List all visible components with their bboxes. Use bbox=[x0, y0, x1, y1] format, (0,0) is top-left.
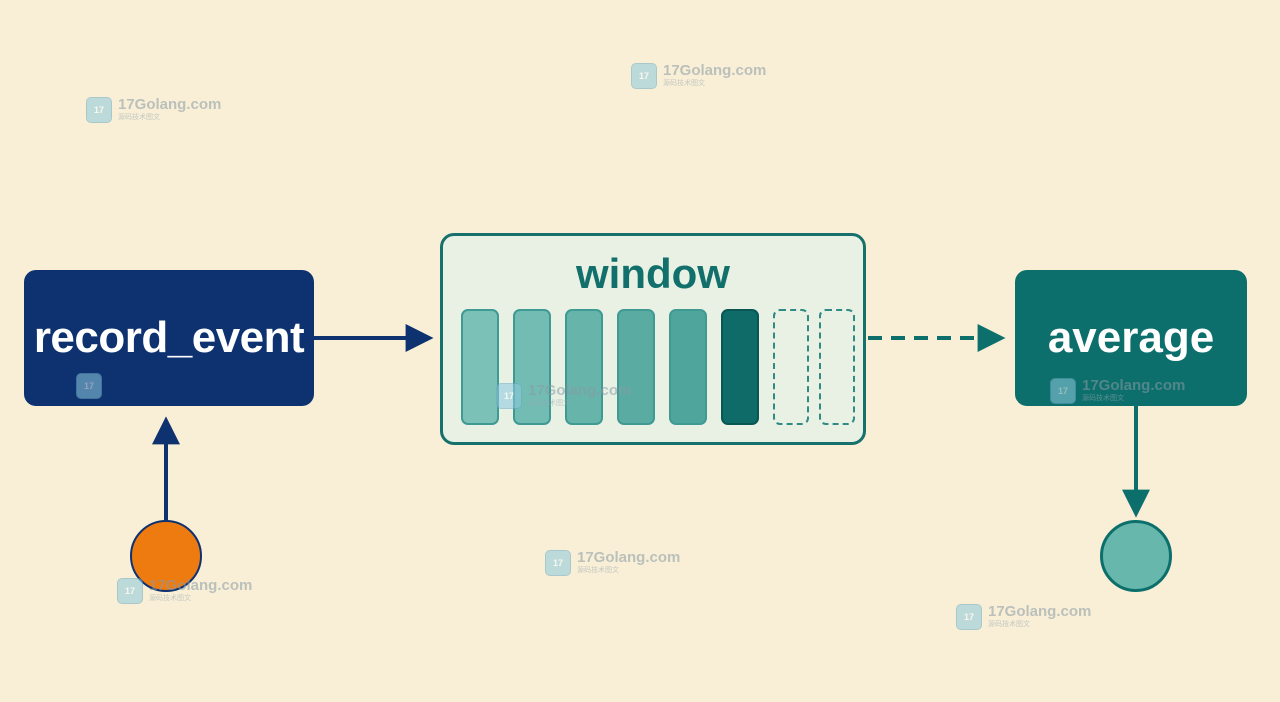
watermark-subtext: 源码技术图文 bbox=[663, 80, 705, 87]
watermark-logo-icon: 17 bbox=[1050, 378, 1076, 404]
record-event-label: record_event bbox=[33, 313, 305, 362]
watermark-subtext: 源码技术图文 bbox=[149, 595, 191, 602]
watermark-text: 17Golang.com bbox=[528, 382, 632, 399]
window-node: window bbox=[440, 233, 866, 445]
watermark-subtext: 源码技术图文 bbox=[1082, 395, 1124, 402]
input-event-dot bbox=[130, 520, 202, 592]
watermark-text: 17Golang.com bbox=[149, 577, 253, 594]
watermark-logo-icon: 17 bbox=[956, 604, 982, 630]
window-slot-empty bbox=[819, 309, 855, 425]
watermark-logo-icon: 17 bbox=[496, 383, 522, 409]
window-slot-filled bbox=[513, 309, 551, 425]
window-slot-empty bbox=[773, 309, 809, 425]
window-slot-filled bbox=[565, 309, 603, 425]
watermark-text: 17Golang.com bbox=[577, 549, 681, 566]
watermark-subtext: 源码技术图文 bbox=[577, 567, 619, 574]
watermark-text: 17Golang.com bbox=[118, 96, 222, 113]
average-label: average bbox=[1047, 313, 1215, 362]
watermark: 17 bbox=[76, 373, 108, 399]
watermark-text: 17Golang.com bbox=[988, 603, 1092, 620]
window-slot-filled bbox=[617, 309, 655, 425]
watermark-logo-icon: 17 bbox=[545, 550, 571, 576]
watermark-logo-icon: 17 bbox=[76, 373, 102, 399]
watermark-text: 17Golang.com bbox=[1082, 377, 1186, 394]
watermark-subtext: 源码技术图文 bbox=[988, 621, 1030, 628]
watermark-logo-icon: 17 bbox=[117, 578, 143, 604]
window-slot-newest bbox=[721, 309, 759, 425]
window-slot-filled bbox=[669, 309, 707, 425]
watermark-subtext: 源码技术图文 bbox=[118, 114, 160, 121]
window-label: window bbox=[576, 250, 730, 297]
watermark-text: 17Golang.com bbox=[663, 62, 767, 79]
record-event-node: record_event bbox=[24, 270, 314, 406]
watermark-logo-icon: 17 bbox=[631, 63, 657, 89]
window-slot-filled bbox=[461, 309, 499, 425]
output-value-dot bbox=[1100, 520, 1172, 592]
watermark-logo-icon: 17 bbox=[86, 97, 112, 123]
watermark-subtext: 源码技术图文 bbox=[528, 400, 570, 407]
